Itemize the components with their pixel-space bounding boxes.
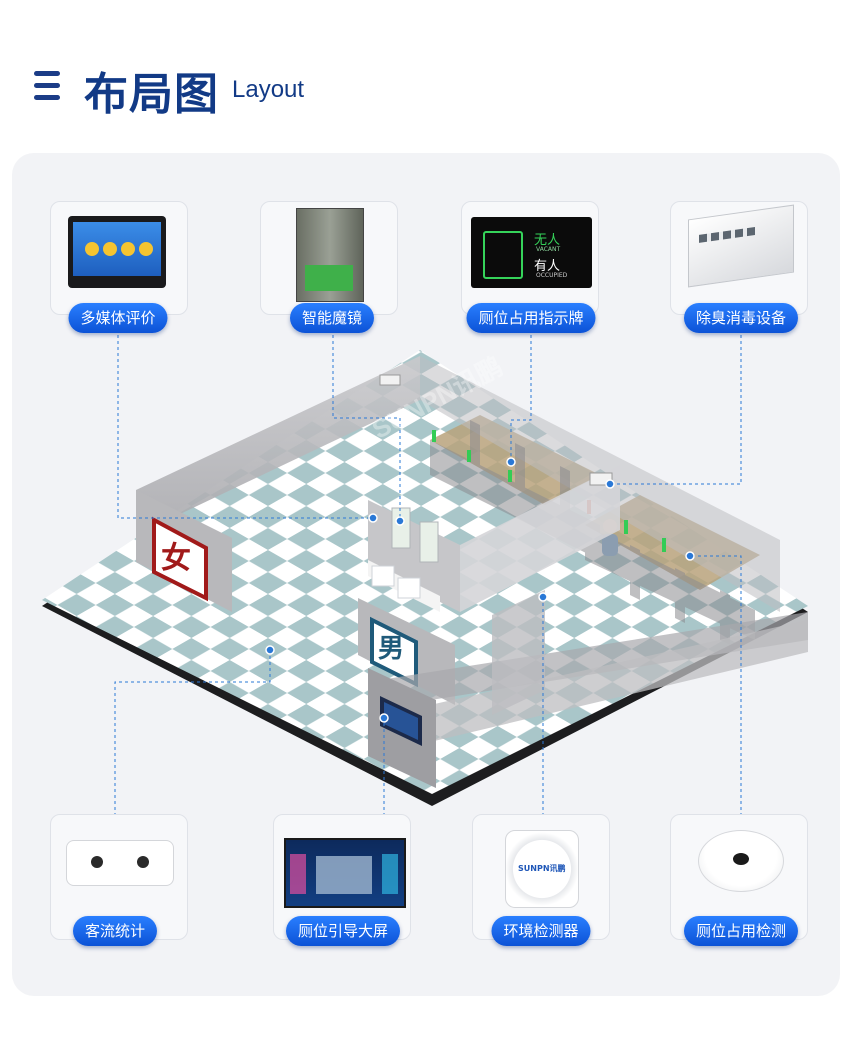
label-environment-detector: 环境检测器 (491, 916, 591, 946)
label-occupancy-sign: 厕位占用指示牌 (466, 303, 596, 333)
toilet-people-icon (483, 231, 523, 279)
male-sign: 男 (378, 634, 405, 664)
back-wall-left (136, 356, 420, 535)
menu-icon[interactable] (34, 71, 60, 101)
smart-mirror-icon (296, 208, 364, 302)
label-multimedia-evaluation: 多媒体评价 (68, 303, 168, 333)
occupancy-sign-icon: 无人 VACANT 有人 OCCUPIED (471, 217, 592, 288)
page-title: 布局图 (84, 69, 219, 120)
tablet-evaluation-icon (68, 216, 166, 288)
guidance-screen-icon (284, 838, 406, 908)
page-subtitle: Layout (232, 76, 305, 103)
label-occupancy-detection: 厕位占用检测 (683, 916, 799, 946)
label-smart-mirror: 智能魔镜 (289, 303, 375, 333)
sign-vacant-text: 无人 (534, 233, 561, 248)
sign-vacant-en: VACANT (536, 246, 561, 253)
sign-occupied-en: OCCUPIED (536, 272, 568, 279)
label-people-counting: 客流统计 (72, 916, 158, 946)
sign-occupied-text: 有人 (534, 259, 561, 274)
label-guidance-display: 厕位引导大屏 (285, 916, 401, 946)
label-deodorization: 除臭消毒设备 (683, 303, 799, 333)
sensor-brand-text: SUNPN讯鹏 (518, 864, 566, 873)
occupancy-sensor-icon (698, 830, 784, 892)
people-counter-camera-icon (66, 840, 174, 886)
environment-sensor-icon: SUNPN讯鹏 (505, 830, 579, 908)
female-sign: 女 (161, 541, 191, 576)
